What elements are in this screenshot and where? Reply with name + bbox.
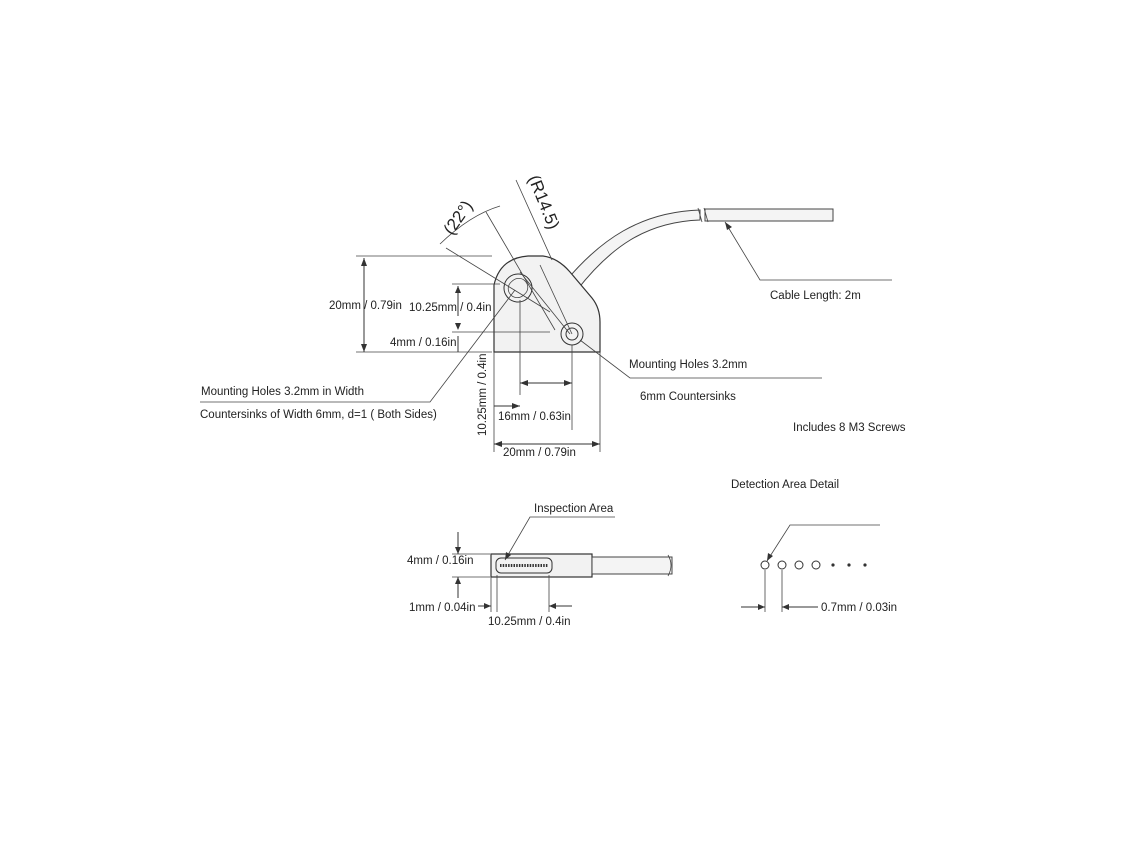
detection-cell	[777, 560, 787, 570]
cable-length-label: Cable Length: 2m	[770, 290, 861, 302]
radius-label: (R14.5)	[524, 172, 563, 232]
offset-label: 4mm / 0.16in	[390, 337, 456, 349]
width-label: 20mm / 0.79in	[503, 447, 576, 459]
screws-label: Includes 8 M3 Screws	[793, 422, 906, 434]
detection-cell	[794, 560, 804, 570]
detection-dot	[863, 563, 867, 567]
inspection-window	[495, 557, 553, 574]
front-length-label: 10.25mm / 0.4in	[488, 616, 570, 628]
vertical-slot-label: 10.25mm / 0.4in	[477, 354, 489, 436]
cable-leader	[724, 221, 892, 281]
detection-cell	[760, 560, 770, 570]
detail-pitch-label: 0.7mm / 0.03in	[821, 602, 897, 614]
slot-hole	[503, 273, 533, 303]
slot-hole-label-1: Mounting Holes 3.2mm in Width	[201, 386, 364, 398]
angle-label: (22°)	[440, 197, 477, 238]
detection-detail: Detection Area Detail 0.7mm / 0.03in	[731, 479, 897, 614]
detection-dot	[847, 563, 851, 567]
inspection-area-label: Inspection Area	[534, 503, 614, 515]
front-cable	[591, 556, 673, 575]
slot-height-label: 10.25mm / 0.4in	[409, 302, 491, 314]
cable-straight	[704, 208, 834, 222]
front-offset-label: 1mm / 0.04in	[409, 602, 475, 614]
hole-spacing-label: 16mm / 0.63in	[498, 411, 571, 423]
side-view: (22°) (R14.5) 20mm / 0.79in 10.25mm / 0.…	[200, 172, 906, 459]
slot-leader	[380, 289, 516, 403]
detection-dot	[831, 563, 835, 567]
front-height-label: 4mm / 0.16in	[407, 555, 473, 567]
mounting-hole-inner	[565, 327, 579, 341]
hole-leader	[579, 339, 822, 379]
front-view: Inspection Area 4mm / 0.16in 1mm / 0.04i…	[407, 503, 673, 628]
cable-curved	[564, 209, 701, 291]
countersink-label: 6mm Countersinks	[640, 391, 736, 403]
detection-cell	[811, 560, 821, 570]
slot-hole-label-2: Countersinks of Width 6mm, d=1 ( Both Si…	[200, 409, 437, 421]
mount-hole-label: Mounting Holes 3.2mm	[629, 359, 747, 371]
detail-title: Detection Area Detail	[731, 479, 839, 491]
height-label: 20mm / 0.79in	[329, 300, 402, 312]
